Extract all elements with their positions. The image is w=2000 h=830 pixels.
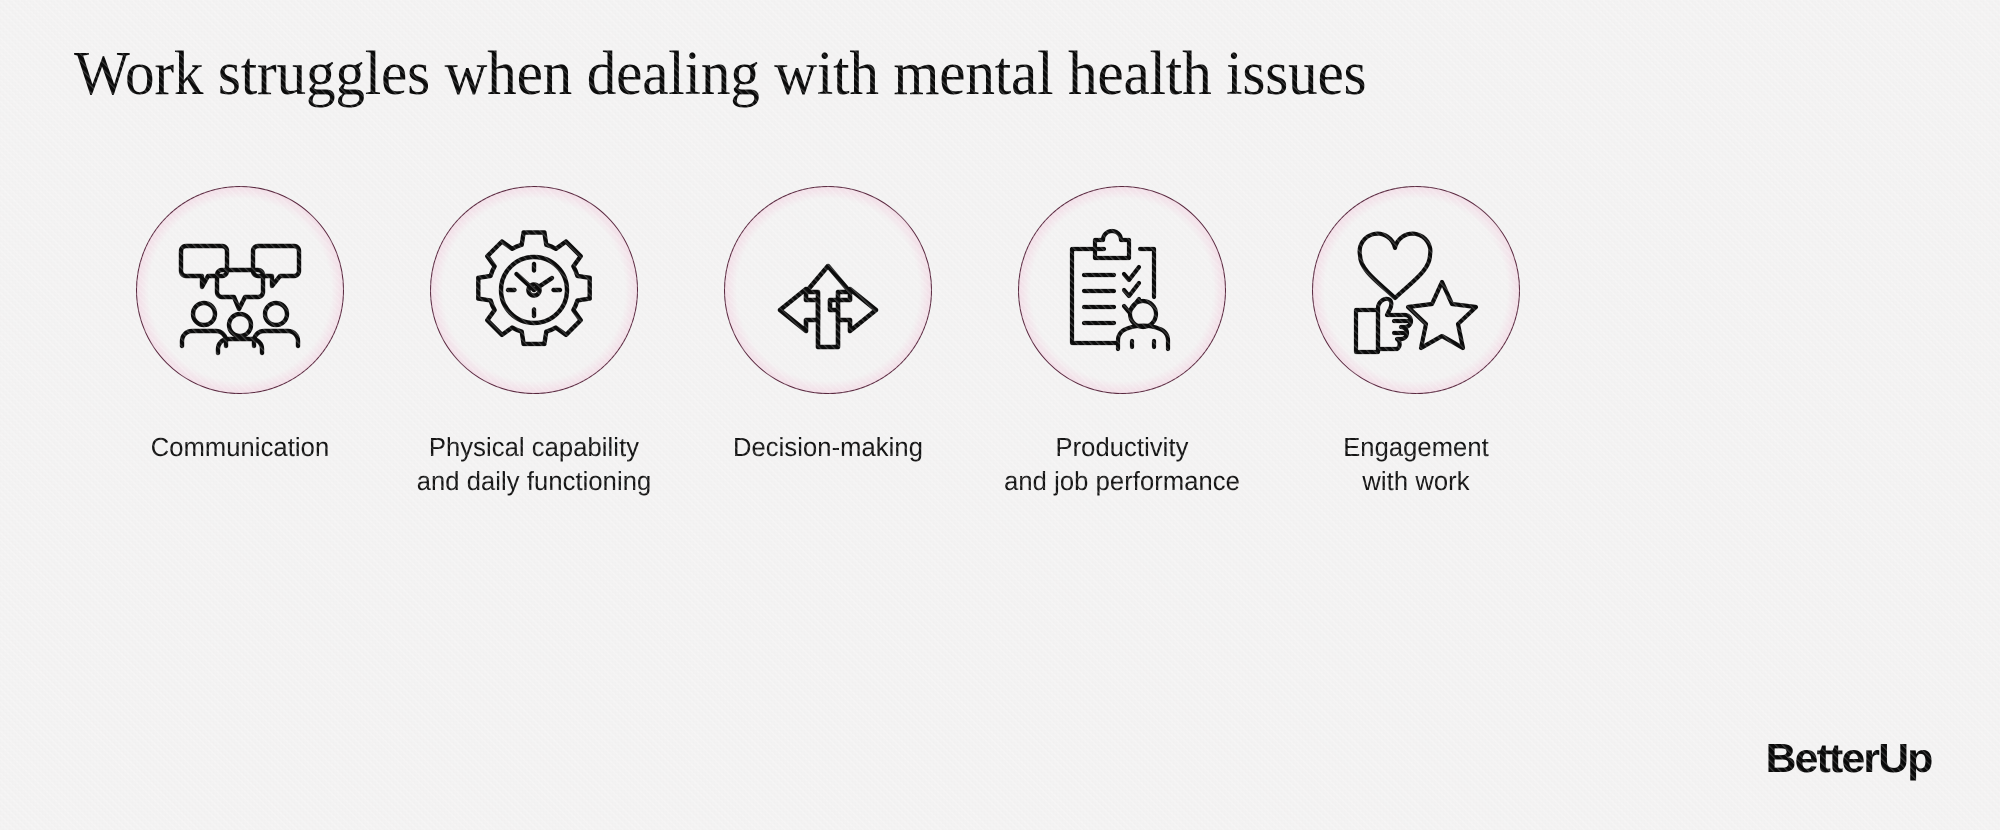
list-item-label: Decision-making (733, 434, 923, 462)
list-item-label: Physical capability and daily functionin… (416, 434, 652, 496)
list-item-label: Engagement with work (1343, 434, 1489, 496)
list-item: Physical capability and daily functionin… (387, 186, 681, 500)
icon-circle (430, 186, 638, 394)
list-item: Productivity and job performance (975, 186, 1269, 500)
icon-circle (1312, 186, 1520, 394)
ring-glow (136, 186, 344, 394)
list-item-label: Productivity and job performance (1004, 434, 1240, 496)
list-item: Communication (93, 186, 387, 500)
three-way-arrows-icon (760, 222, 896, 358)
struggles-list: Communication (0, 186, 2000, 500)
icon-circle (1018, 186, 1226, 394)
clipboard-checklist-person-icon (1054, 222, 1190, 358)
page-title: Work struggles when dealing with mental … (74, 40, 1367, 108)
ring-glow (724, 186, 932, 394)
list-item: Decision-making (681, 186, 975, 500)
betterup-logo: BetterUp (1766, 735, 1934, 781)
icon-circle (724, 186, 932, 394)
speech-bubbles-people-icon (172, 222, 308, 358)
ring-glow (1312, 186, 1520, 394)
list-item: Engagement with work (1269, 186, 1563, 500)
heart-star-thumbsup-icon (1348, 222, 1484, 358)
gear-clock-icon (466, 222, 602, 358)
list-item-label: Communication (150, 434, 330, 462)
icon-circle (136, 186, 344, 394)
